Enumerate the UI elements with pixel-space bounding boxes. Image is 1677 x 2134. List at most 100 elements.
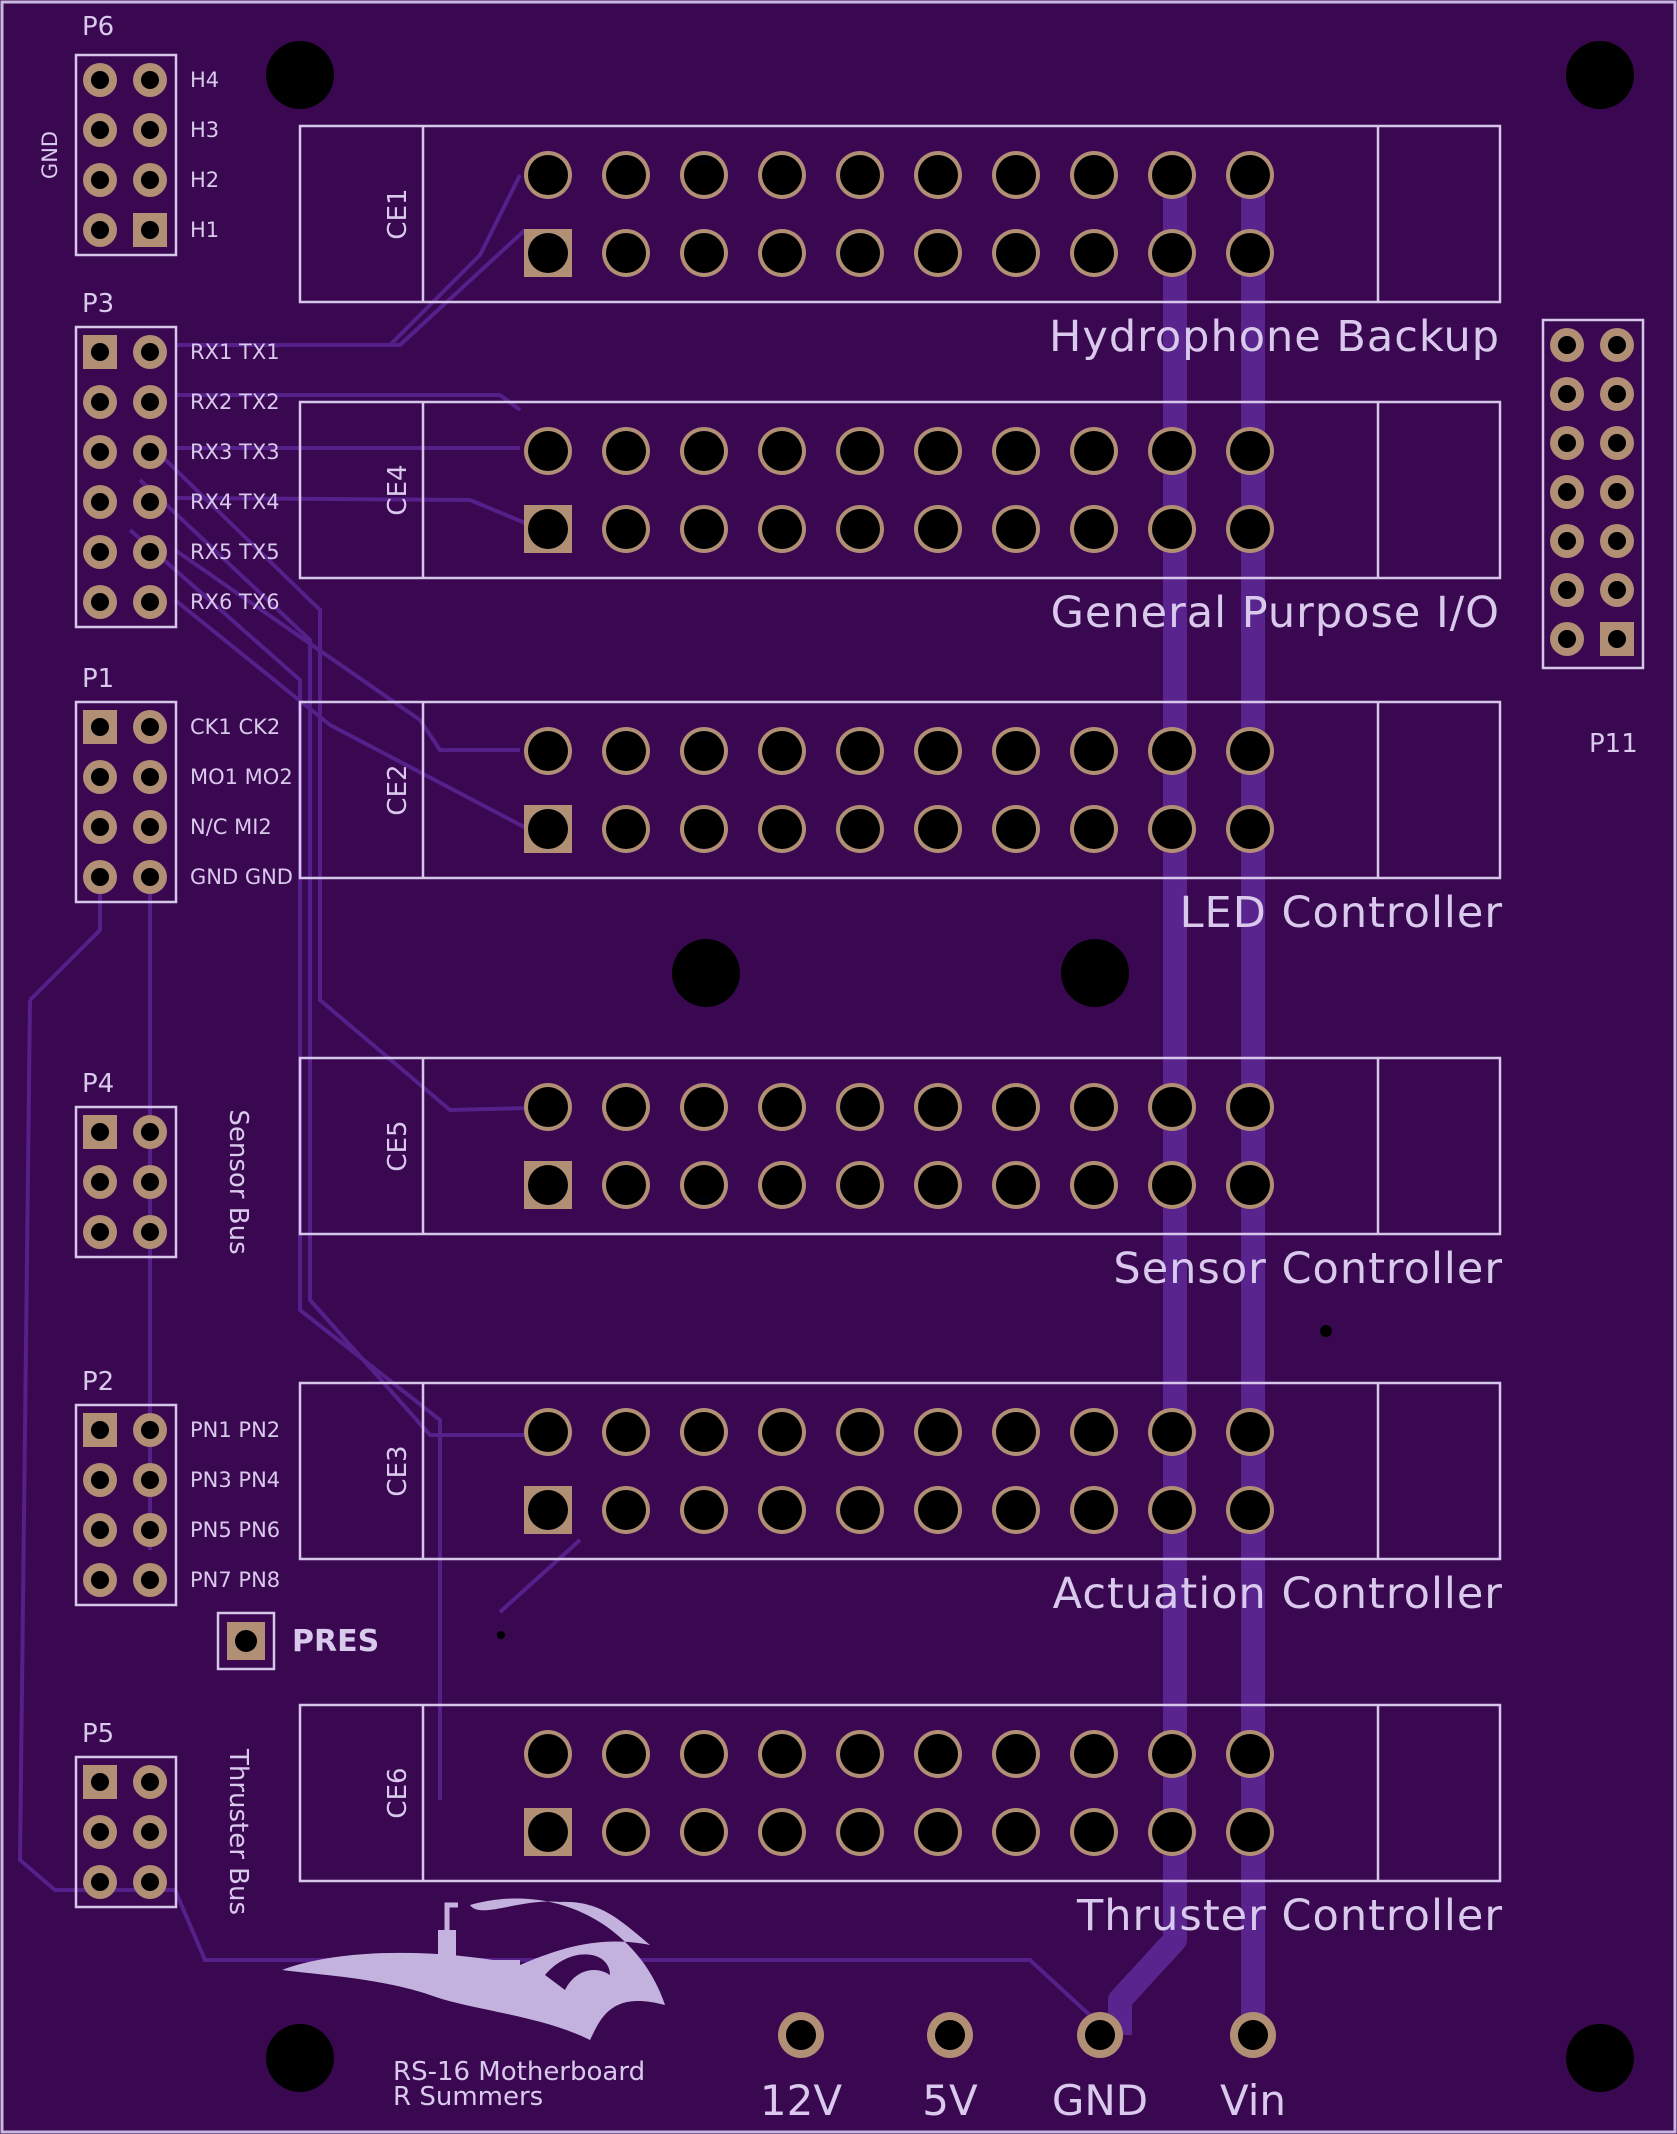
slot-pin-hole — [606, 1812, 646, 1852]
slot-pin-hole — [918, 155, 958, 195]
header-pin-hole — [91, 343, 109, 361]
header-pin-label: PN7 PN8 — [190, 1568, 280, 1592]
power-pad-hole — [786, 2020, 816, 2050]
slot-pin-hole — [762, 1087, 802, 1127]
slot-pin-hole — [606, 431, 646, 471]
slot-pin-hole — [684, 809, 724, 849]
slot-pin-hole — [684, 1734, 724, 1774]
slot-pin-hole — [606, 233, 646, 273]
slot-pin-hole — [606, 509, 646, 549]
header-pin-hole — [91, 1223, 109, 1241]
slot-pin-hole — [684, 1812, 724, 1852]
header-pin-hole — [1608, 532, 1626, 550]
header-p11-ref: P11 — [1589, 729, 1638, 759]
mounting-holes — [266, 41, 1634, 2092]
slot-pin-hole — [840, 1087, 880, 1127]
header-pin-hole — [91, 221, 109, 239]
slot-pin-hole — [996, 731, 1036, 771]
slot-pin-hole — [684, 1412, 724, 1452]
slot-pin-hole — [1074, 233, 1114, 273]
slot-ref-label: CE1 — [383, 188, 413, 239]
slot-pin-hole — [684, 431, 724, 471]
slot-pin-hole — [996, 233, 1036, 273]
header-pin-label: PN5 PN6 — [190, 1518, 280, 1542]
slot-pin-hole — [1152, 731, 1192, 771]
header-pin-hole — [91, 1773, 109, 1791]
designer-name-text: R Summers — [393, 2082, 543, 2112]
header-outline — [74, 1403, 178, 1607]
slot-pin-hole — [840, 233, 880, 273]
slot-pin-hole — [996, 509, 1036, 549]
slot-pin-hole — [1230, 509, 1270, 549]
slot-title: LED Controller — [1180, 888, 1503, 938]
slot-outline — [298, 400, 1502, 580]
header-pin-hole — [1608, 630, 1626, 648]
header-pin-hole — [141, 593, 159, 611]
slot-pin-hole — [762, 731, 802, 771]
header-pin-hole — [141, 1773, 159, 1791]
header-pin-label: RX3 TX3 — [190, 440, 280, 464]
slot-pin-hole — [762, 1812, 802, 1852]
slot-title: General Purpose I/O — [1051, 588, 1500, 638]
slot-pin-hole — [606, 1734, 646, 1774]
slot-pin-hole — [528, 155, 568, 195]
header-p11: P11 — [1541, 318, 1645, 759]
slot-pin-hole — [1074, 431, 1114, 471]
header-outline — [74, 53, 178, 257]
slot-pin-hole — [762, 1734, 802, 1774]
header-side-label: Thruster Bus — [223, 1748, 253, 1915]
slot-pin-hole — [1152, 1734, 1192, 1774]
header-pin-hole — [91, 818, 109, 836]
slot-pin-hole — [918, 1490, 958, 1530]
slot-pin-hole — [840, 1165, 880, 1205]
slot-pin-hole — [918, 1812, 958, 1852]
slot-pin-hole — [840, 1412, 880, 1452]
slot-title: Thruster Controller — [1076, 1891, 1503, 1941]
header-pin-label: MO1 MO2 — [190, 765, 293, 789]
mounting-hole — [1566, 41, 1634, 109]
header-pin-hole — [91, 121, 109, 139]
header-pin-hole — [1558, 434, 1576, 452]
slot-pin-hole — [528, 809, 568, 849]
header-pin-label: RX1 TX1 — [190, 340, 280, 364]
slot-pin-hole — [1152, 1812, 1192, 1852]
header-pin-label: RX4 TX4 — [190, 490, 280, 514]
slot-ref-label: CE2 — [383, 764, 413, 815]
slot-pin-hole — [918, 731, 958, 771]
header-pin-hole — [1558, 630, 1576, 648]
header-pin-hole — [91, 718, 109, 736]
slot-pin-hole — [918, 809, 958, 849]
slot-pin-hole — [762, 431, 802, 471]
slot-outline — [298, 700, 1502, 880]
slot-pin-hole — [996, 1165, 1036, 1205]
header-pin-hole — [91, 1571, 109, 1589]
slot-pin-hole — [840, 1812, 880, 1852]
power-pin-label: GND — [1052, 2076, 1148, 2125]
slot-pin-hole — [684, 731, 724, 771]
slot-pin-hole — [1230, 233, 1270, 273]
slot-pin-hole — [606, 1412, 646, 1452]
header-side-label: GND — [38, 131, 62, 179]
header-pin-hole — [91, 1421, 109, 1439]
slot-pin-hole — [1074, 731, 1114, 771]
mounting-hole — [266, 41, 334, 109]
header-outline — [74, 1105, 178, 1259]
slot-pin-hole — [1152, 1165, 1192, 1205]
slot-pin-hole — [1230, 1412, 1270, 1452]
header-pin-hole — [141, 393, 159, 411]
slot-pin-hole — [918, 1412, 958, 1452]
header-pin-hole — [1608, 336, 1626, 354]
header-pin-hole — [141, 718, 159, 736]
header-pin-hole — [141, 868, 159, 886]
slot-pin-hole — [1074, 1087, 1114, 1127]
